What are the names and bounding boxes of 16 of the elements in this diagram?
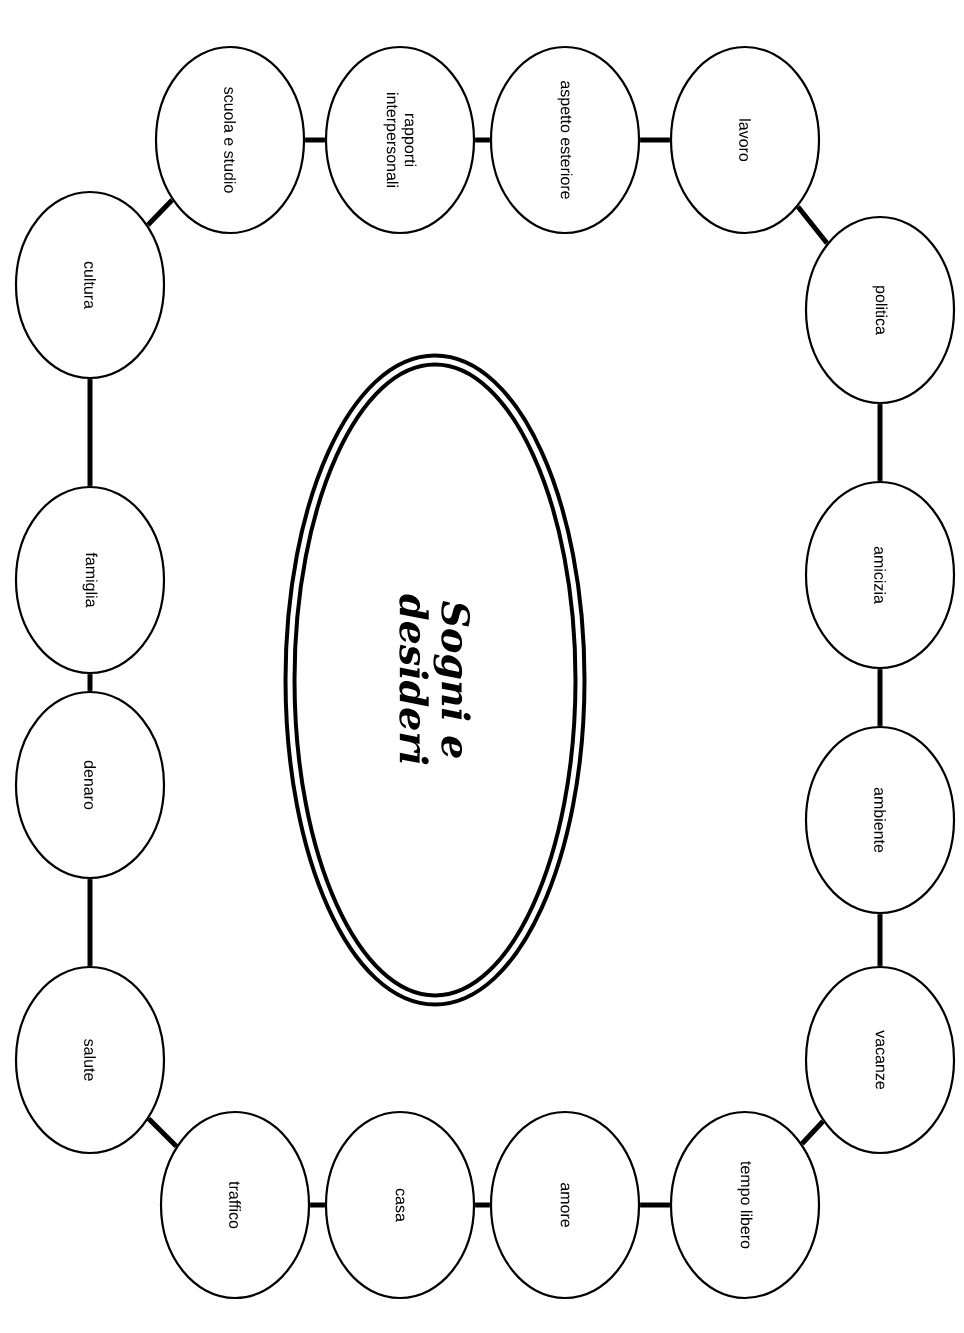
connector: [475, 1202, 490, 1208]
connector: [640, 137, 670, 143]
connector: [310, 1202, 325, 1208]
connector: [877, 404, 883, 481]
connector: [146, 1116, 179, 1149]
connector: [87, 674, 93, 691]
connector: [87, 879, 93, 966]
connector: [796, 205, 829, 245]
connector: [305, 137, 325, 143]
connector: [146, 198, 174, 227]
connector: [877, 669, 883, 726]
connector: [87, 379, 93, 486]
connector: [640, 1202, 670, 1208]
connector: [800, 1119, 825, 1146]
connector: [877, 914, 883, 966]
connector: [475, 137, 490, 143]
